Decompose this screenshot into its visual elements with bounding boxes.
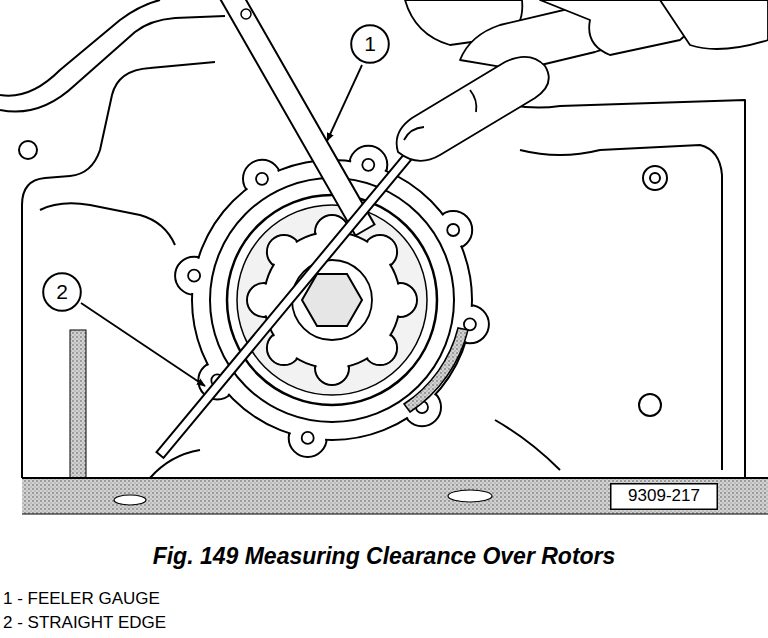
pump-flange	[194, 162, 471, 439]
hand	[660, 0, 768, 49]
node-text: 9309-217	[628, 487, 700, 506]
leader-line	[81, 303, 205, 386]
timing-cover	[0, 0, 745, 478]
engine-block-band	[22, 478, 768, 514]
node-text: 1	[364, 32, 376, 55]
engine-block-band	[22, 477, 768, 479]
feeler-gauge	[221, 0, 375, 236]
timing-cover	[643, 166, 667, 190]
bolt-hole	[447, 224, 459, 236]
feeler-gauge	[221, 0, 375, 236]
leader-line	[81, 65, 362, 386]
bolt-hole	[302, 432, 314, 444]
engine-block-band	[22, 478, 768, 514]
timing-cover	[650, 173, 660, 183]
pump-flange	[192, 160, 472, 440]
figure-id-box: 9309-217	[610, 483, 718, 510]
pump-rotors	[227, 195, 437, 405]
callout-circle	[351, 25, 389, 63]
timing-cover	[639, 394, 661, 416]
callout-number: 1	[350, 24, 390, 64]
pump-flange	[210, 178, 454, 422]
bolt-hole	[362, 159, 374, 171]
callout-circle	[43, 273, 81, 311]
hand	[397, 0, 768, 161]
pump-rotors	[237, 205, 427, 395]
label-box	[611, 484, 718, 510]
key-line: 2 - STRAIGHT EDGE	[3, 613, 166, 633]
leader-line	[327, 65, 362, 141]
figure-caption: Fig. 149 Measuring Clearance Over Rotors	[0, 543, 768, 570]
bolt-hole	[256, 173, 268, 185]
timing-cover	[19, 141, 37, 159]
hand	[470, 90, 476, 112]
pump-rotors	[227, 195, 437, 405]
node-text: 2	[56, 280, 68, 303]
hand	[397, 57, 549, 161]
timing-cover	[470, 95, 745, 478]
bolt-hole	[188, 159, 476, 444]
hand	[404, 127, 424, 140]
cover-rib	[70, 330, 86, 478]
pump-rotors	[292, 260, 372, 340]
feeler-gauge	[241, 9, 251, 19]
engine-block-band	[22, 514, 768, 515]
engine-block-band	[448, 490, 492, 502]
straight-edge	[157, 115, 444, 458]
callout-number: 2	[42, 272, 82, 312]
oil-pump-illustration	[0, 0, 768, 520]
bolt-hole	[464, 318, 476, 330]
straight-edge	[157, 115, 444, 458]
timing-cover	[0, 16, 225, 112]
timing-cover	[495, 420, 560, 470]
timing-cover	[520, 145, 722, 470]
timing-cover	[40, 203, 175, 245]
engine-block-band	[114, 495, 146, 505]
bolt-hole	[188, 270, 200, 282]
key-line: 1 - FEELER GAUGE	[3, 589, 160, 609]
